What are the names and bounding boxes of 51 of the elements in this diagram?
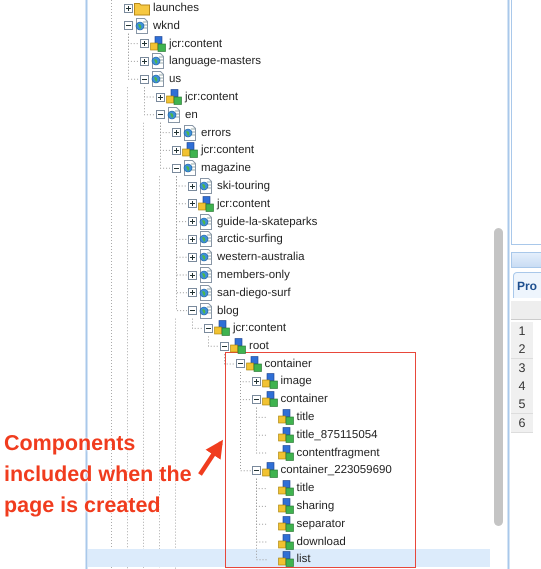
row-number: 6: [511, 414, 533, 432]
tree-item-label: blog: [217, 304, 239, 319]
tree-item-label: title: [296, 410, 314, 425]
tree-item-label: language-masters: [169, 54, 262, 70]
tree-item-label: members-only: [217, 268, 290, 283]
tree-item-label: ski-touring: [217, 179, 270, 194]
tree-connector: [224, 354, 236, 364]
tree-connector: [160, 122, 172, 169]
row-number: 3: [511, 358, 533, 378]
tree-item-label: jcr:content: [233, 321, 286, 336]
tree-item-label: jcr:content: [169, 36, 222, 52]
tree-item-label: western-australia: [217, 250, 305, 266]
row-number: 5: [511, 395, 533, 414]
row-number: 2: [511, 340, 533, 360]
tree-connector: [144, 86, 156, 116]
tree-item-label: wknd: [153, 18, 180, 34]
callout-text: Components included when the page is created: [4, 428, 226, 521]
tree-item-label: download: [296, 534, 346, 550]
tab: Pro: [513, 272, 541, 298]
tree-item-label: contentfragment: [296, 446, 380, 460]
tree-item-label: launches: [153, 1, 200, 16]
highlight-frame: [225, 352, 416, 568]
row-number: 1: [511, 322, 533, 341]
tree-item-label: title: [296, 481, 314, 496]
tree-connector: [192, 318, 204, 329]
tree-item-label: magazine: [201, 161, 251, 176]
tree-connector: [256, 407, 268, 454]
tree-item-label: arctic-surfing: [217, 232, 283, 248]
tree-item-label: root: [249, 339, 269, 354]
tree-item-label: jcr:content: [201, 143, 254, 158]
tree-connector: [240, 372, 252, 472]
tree-item-label: us: [169, 72, 182, 88]
row-number: 4: [511, 376, 533, 396]
tree-item-label: en: [185, 108, 198, 123]
tree-item-label: guide-la-skateparks: [217, 214, 318, 230]
tree-item-label: container: [280, 392, 328, 408]
tree-connector: [208, 336, 220, 347]
tree-connector: [128, 33, 140, 80]
tree-item-label: image: [280, 374, 312, 390]
tree-item-label: container_223059690: [280, 463, 392, 478]
callout-arrow: [198, 440, 223, 476]
tree-item-label: san-diego-surf: [217, 286, 291, 301]
tree-item-label: container: [264, 356, 312, 372]
tree-item-label: sharing: [296, 498, 334, 514]
tree-item-label: separator: [296, 516, 346, 532]
tree-item-label: jcr:content: [217, 196, 270, 212]
tree-connector: [256, 478, 268, 560]
tree-item-label: errors: [201, 126, 232, 141]
tree-item-label: list: [296, 552, 311, 568]
tree-item-label: title_875115054: [296, 428, 378, 443]
tree-item-label: jcr:content: [185, 90, 238, 105]
